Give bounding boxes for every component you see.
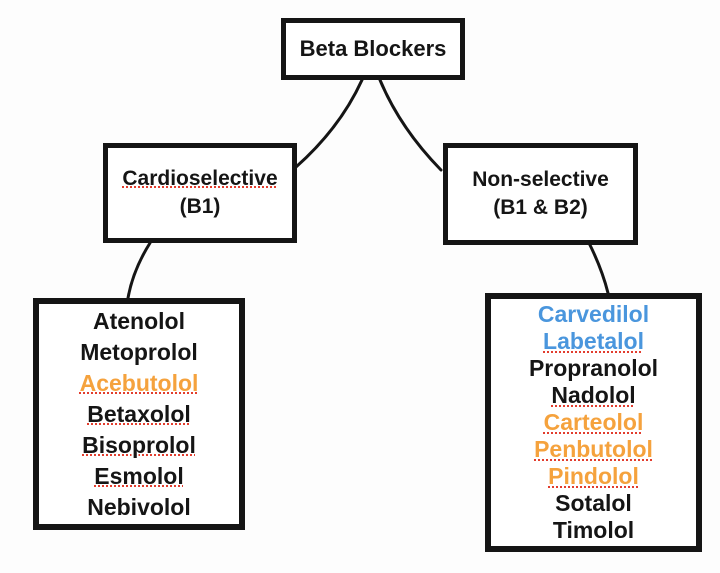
branch-nonselective-label: Non-selective: [472, 167, 609, 191]
root-node-beta-blockers: Beta Blockers: [281, 18, 465, 80]
drug-esmolol: Esmolol: [94, 462, 184, 489]
drug-atenolol: Atenolol: [93, 307, 185, 334]
drug-timolol: Timolol: [552, 517, 635, 543]
drug-sotalol: Sotalol: [555, 490, 632, 516]
branch-cardioselective-label: Cardioselective: [122, 166, 278, 190]
connector-nonselective-to-list: [587, 241, 610, 295]
branch-cardioselective-sublabel: (B1): [179, 195, 221, 218]
connector-root-to-nonselective: [378, 78, 443, 172]
drug-penbutolol: Penbutolol: [534, 436, 653, 462]
drug-pindolol: Pindolol: [548, 463, 639, 489]
branch-nonselective-sublabel: (B1 & B2): [493, 196, 588, 219]
drug-carteolol: Carteolol: [543, 409, 644, 435]
root-node-label: Beta Blockers: [299, 36, 447, 61]
connector-cardioselective-to-list: [126, 241, 152, 300]
drug-nebivolol: Nebivolol: [87, 493, 191, 520]
drug-acebutolol: Acebutolol: [79, 369, 199, 396]
branch-node-nonselective: Non-selective (B1 & B2): [443, 143, 638, 245]
drug-propranolol: Propranolol: [528, 355, 659, 381]
drug-nadolol: Nadolol: [551, 382, 636, 408]
drug-betaxolol: Betaxolol: [87, 400, 191, 427]
drug-carvedilol: Carvedilol: [537, 301, 650, 327]
drug-metoprolol: Metoprolol: [80, 338, 198, 365]
branch-node-cardioselective: Cardioselective (B1): [103, 143, 297, 243]
drug-bisoprolol: Bisoprolol: [82, 431, 196, 458]
connector-root-to-cardioselective: [294, 78, 364, 169]
drug-labetalol: Labetalol: [543, 328, 644, 354]
